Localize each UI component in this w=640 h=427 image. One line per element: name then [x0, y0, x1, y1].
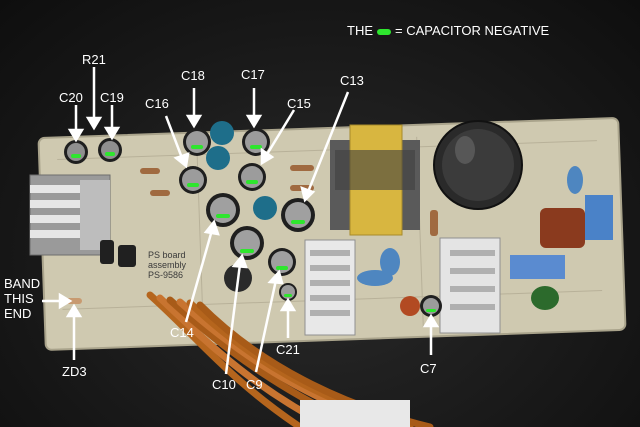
label-c7: C7 — [420, 361, 437, 376]
capacitor-c7 — [420, 295, 442, 317]
disc-capacitor — [531, 286, 559, 310]
capacitor-c13 — [281, 198, 315, 232]
heatsink-right — [439, 237, 501, 334]
label-c21: C21 — [276, 342, 300, 357]
heatsink-left — [29, 174, 111, 256]
board-text-line2: assembly — [148, 260, 187, 270]
label-c16: C16 — [145, 96, 169, 111]
label-c15: C15 — [287, 96, 311, 111]
capacitor-c15 — [238, 163, 266, 191]
band-this-end-label: BAND THIS END — [4, 276, 40, 321]
label-r21: R21 — [82, 52, 106, 67]
negative-mark-swatch — [377, 28, 391, 35]
capacitor-c20 — [64, 140, 88, 164]
capacitor-blue-top — [206, 121, 277, 220]
relay — [510, 255, 565, 279]
board-text-line1: PS board — [148, 250, 186, 260]
transformer — [330, 124, 420, 236]
negative-legend: THE = CAPACITOR NEGATIVE — [347, 24, 549, 38]
zener-diode-zd3 — [66, 298, 82, 304]
label-c19: C19 — [100, 90, 124, 105]
capacitor-c14 — [206, 193, 240, 227]
legend-prefix: THE — [347, 23, 373, 38]
annotation-arrows — [42, 67, 440, 375]
capacitor-c10 — [224, 226, 264, 292]
capacitor-c19 — [98, 138, 122, 162]
capacitor-c17 — [242, 128, 270, 156]
label-c10: C10 — [212, 377, 236, 392]
label-c13: C13 — [340, 73, 364, 88]
capacitor-c16 — [179, 166, 207, 194]
y-capacitor — [357, 270, 393, 286]
board-silkscreen: PS board assembly PS-9586 — [148, 250, 186, 280]
heatsink-middle — [304, 239, 356, 336]
capacitor-c21 — [279, 283, 297, 301]
label-c18: C18 — [181, 68, 205, 83]
legend-suffix: = CAPACITOR NEGATIVE — [395, 23, 550, 38]
resistors — [100, 165, 438, 267]
label-c20: C20 — [59, 90, 83, 105]
board-text-line3: PS-9586 — [148, 270, 184, 280]
capacitor-c18 — [183, 128, 211, 156]
band-line1: BAND — [4, 276, 41, 291]
label-c17: C17 — [241, 67, 265, 82]
capacitor-c9 — [268, 248, 296, 276]
inductor-coil — [540, 195, 613, 248]
connector — [300, 400, 410, 427]
label-c14: C14 — [170, 325, 194, 340]
band-line2: THIS — [4, 291, 34, 306]
label-zd3: ZD3 — [62, 364, 87, 379]
label-c9: C9 — [246, 377, 263, 392]
bulk-capacitor — [433, 120, 523, 210]
band-line3: END — [4, 306, 32, 321]
